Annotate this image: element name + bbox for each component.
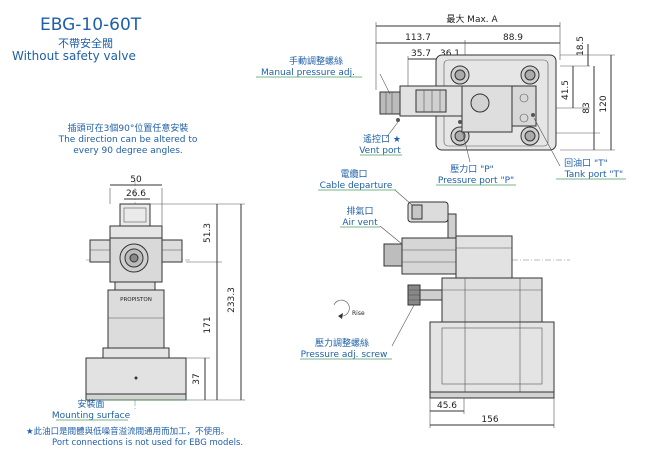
manual-label-cn: 手動調整螺絲 [289,55,343,67]
dim-37: 37 [192,373,202,384]
dim-45-6: 45.6 [437,401,457,411]
vent-label-en: Vent port [359,146,401,156]
tank-port-cn: 回油口 "T" [564,157,608,169]
mount-label-cn: 安裝面 [77,398,104,410]
air-vent-en: Air vent [342,218,378,228]
dim-51-3: 51.3 [203,223,213,243]
brand-label: PROPISTON [120,297,152,303]
dim-156: 156 [481,415,498,425]
dim-35-7: 35.7 [411,49,431,59]
air-vent-cn: 排氣口 [346,205,373,217]
dim-233-3: 233.3 [227,287,237,313]
tank-port-en: Tank port "T" [564,170,623,180]
manual-label-en: Manual pressure adj. [261,68,355,78]
dim-88-9: 88.9 [503,33,523,43]
max-a-label: 最大 Max. A [446,13,498,25]
model-title: EBG-10-60T [40,15,142,35]
side-view: 45.6 156 Rise 電纜口 Cable departure 排氣口 Ai… [300,168,570,428]
top-view: 最大 Max. A 113.7 88.9 35.7 36.1 18.5 41.5… [256,13,626,186]
dim-36-1: 36.1 [440,49,460,59]
cable-label-en: Cable departure [320,181,393,191]
pressure-port-cn: 壓力口 "P" [450,163,494,175]
rotation-note-en-2: every 90 degree angles. [73,146,183,156]
dim-18-5: 18.5 [576,36,586,56]
rotation-mark: Rise [352,310,365,317]
footnote-cn: ★此油口是閥體與低噪音溢流閥通用而加工，不使用。 [26,426,229,437]
screw-label-en: Pressure adj. screw [301,350,388,360]
dim-41-5: 41.5 [561,80,571,100]
front-view: PROPISTON 50 26.6 51.3 233.3 171 37 [52,175,245,421]
cable-label-cn: 電纜口 [340,168,367,180]
rotation-note-cn: 插頭可在3個90°位置任意安裝 [68,122,189,134]
rotation-note-en-1: The direction can be altered to [58,135,198,145]
footnote-en: Port connections is not used for EBG mod… [52,438,243,448]
dim-26-6: 26.6 [126,189,146,199]
mount-label-en: Mounting surface [52,411,131,421]
dim-50: 50 [130,175,142,185]
screw-label-cn: 壓力調整螺絲 [315,337,369,349]
dim-113-7: 113.7 [405,33,431,43]
subtitle-en: Without safety valve [12,49,136,63]
pressure-port-en: Pressure port "P" [438,176,514,186]
vent-label-cn: 遙控口 ★ [363,133,401,145]
subtitle-cn: 不帶安全閥 [58,36,113,50]
dim-83: 83 [582,102,592,113]
dim-171: 171 [203,316,213,333]
dim-120: 120 [599,95,609,112]
